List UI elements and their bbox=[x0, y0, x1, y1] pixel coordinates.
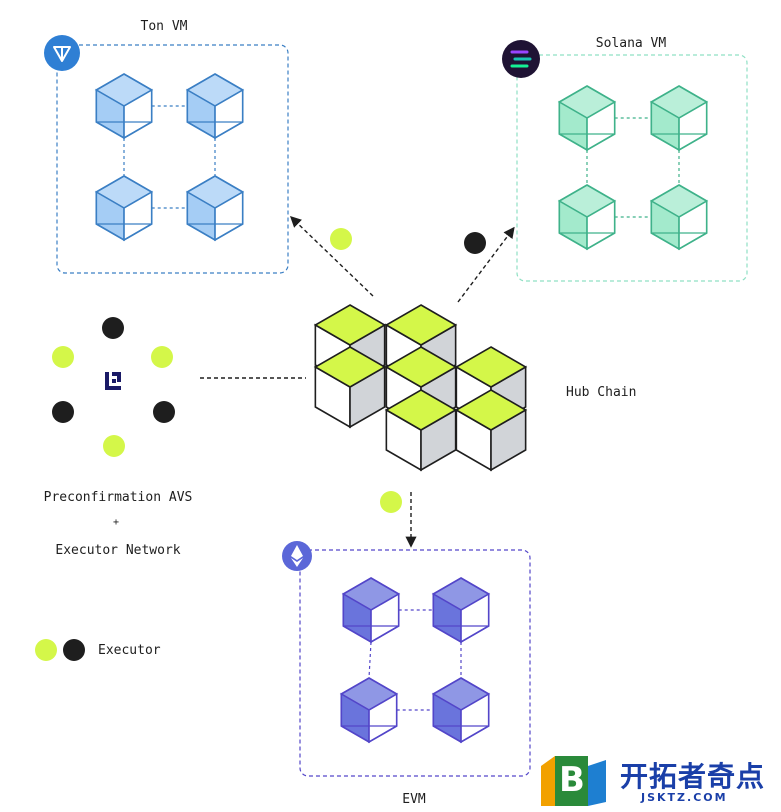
watermark-subtext: JSKTZ.COM bbox=[641, 791, 728, 804]
avs-label-plus: + bbox=[112, 517, 120, 528]
cube bbox=[557, 184, 617, 251]
evm-cube-grid bbox=[339, 577, 491, 744]
solana-icon-glyph bbox=[510, 50, 532, 68]
solana-vm-label: Solana VM bbox=[595, 36, 667, 51]
hub-chain-label: Hub Chain bbox=[566, 385, 637, 400]
cube bbox=[94, 175, 154, 242]
legend-dot-black bbox=[63, 639, 85, 661]
executor-dot bbox=[380, 491, 402, 513]
hub-cube bbox=[384, 389, 458, 472]
avs-label-line2: Executor Network bbox=[55, 543, 181, 558]
ton-cube-grid bbox=[94, 73, 245, 242]
eigenlayer-logo-icon bbox=[105, 372, 121, 390]
cube bbox=[649, 85, 709, 152]
cube bbox=[339, 677, 399, 744]
ton-vm-container bbox=[56, 44, 289, 274]
solana-cube-grid bbox=[557, 85, 709, 251]
executor-dot bbox=[153, 401, 175, 423]
hub-cube bbox=[313, 346, 387, 429]
executor-dot bbox=[464, 232, 486, 254]
cube bbox=[431, 577, 491, 644]
watermark-text: 开拓者奇点 bbox=[620, 760, 766, 793]
solana-vm-container bbox=[516, 54, 748, 282]
watermark-logo bbox=[541, 756, 606, 806]
watermark-logo-letter: B bbox=[559, 760, 585, 800]
cube bbox=[185, 73, 245, 140]
arrow-hub-to-ton bbox=[289, 216, 374, 297]
cube bbox=[94, 73, 154, 140]
executor-dot bbox=[52, 346, 74, 368]
ton-icon-glyph bbox=[53, 46, 71, 62]
cube bbox=[649, 184, 709, 251]
evm-container bbox=[299, 549, 531, 777]
legend-executor-label: Executor bbox=[98, 643, 161, 658]
executor-dot bbox=[102, 317, 124, 339]
legend-dot-lime bbox=[35, 639, 57, 661]
arrow-hub-to-solana bbox=[457, 226, 515, 303]
hub-cube bbox=[454, 389, 528, 472]
evm-label: EVM bbox=[402, 792, 426, 807]
ton-vm-label: Ton VM bbox=[140, 19, 188, 34]
executor-dot bbox=[52, 401, 74, 423]
cube bbox=[341, 577, 401, 644]
executor-dot bbox=[330, 228, 352, 250]
cube bbox=[185, 175, 245, 242]
ethereum-icon-glyph bbox=[291, 545, 303, 567]
cube bbox=[431, 677, 491, 744]
executor-dot bbox=[151, 346, 173, 368]
cube bbox=[557, 85, 617, 152]
avs-label-line1: Preconfirmation AVS bbox=[43, 490, 193, 505]
executor-dot bbox=[103, 435, 125, 457]
hub-chain-cube-cluster bbox=[313, 304, 528, 472]
cube-link bbox=[368, 641, 372, 679]
